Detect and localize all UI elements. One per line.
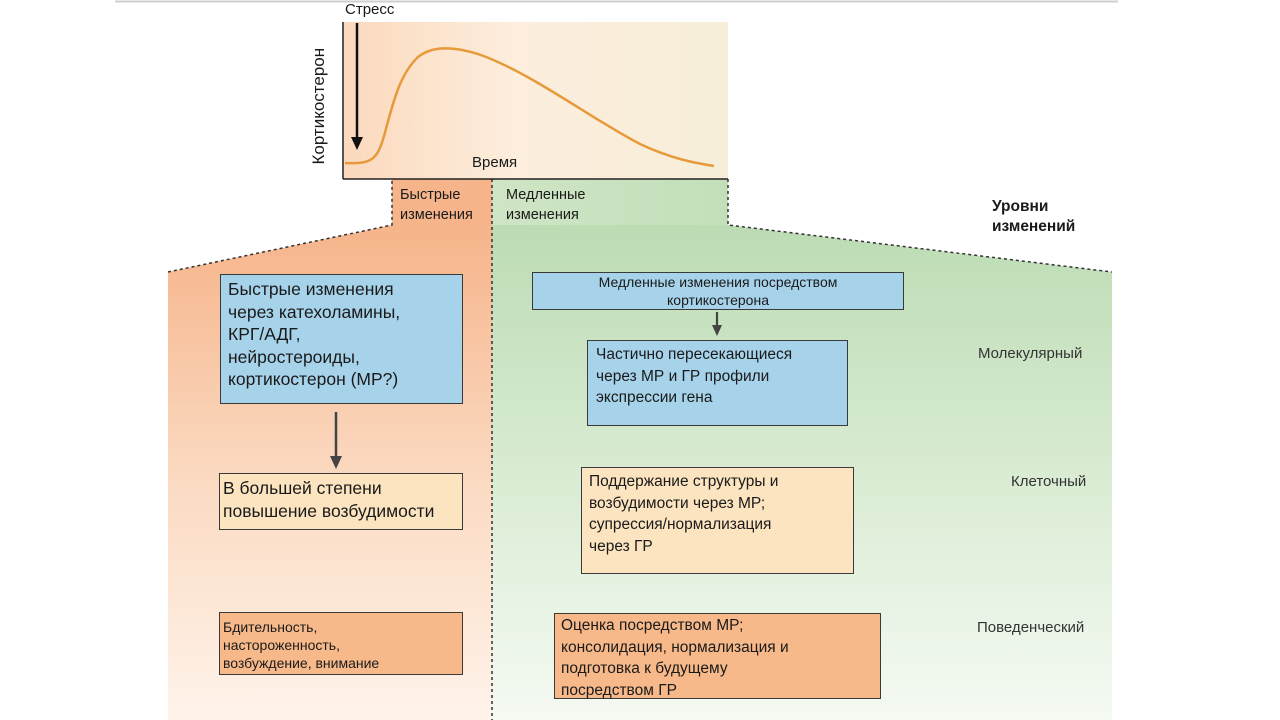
fast-arrow-head xyxy=(330,456,342,469)
level-cellular: Клеточный xyxy=(1011,473,1087,490)
fast-phase-strip xyxy=(392,179,492,225)
slow-behavioral-box: Оценка посредством МР; консолидация, нор… xyxy=(554,613,881,699)
stress-arrow-head xyxy=(351,137,363,150)
level-behavioral: Поведенческий xyxy=(977,619,1085,636)
slow-header-box: Медленные изменения посредством кортикос… xyxy=(532,272,904,310)
fast-behavioral-box: Бдительность, настороженность, возбужден… xyxy=(219,612,463,675)
fast-cellular-box: В большей степени повышение возбудимости xyxy=(219,473,463,530)
fast-phase-label: Быстрые изменения xyxy=(400,187,473,223)
slow-molecular-box: Частично пересекающиеся через МР и ГР пр… xyxy=(587,340,848,426)
fast-molecular-box: Быстрые изменения через катехоламины, КР… xyxy=(220,274,463,404)
zone-dashed-outline xyxy=(167,179,1113,273)
level-molecular: Молекулярный xyxy=(978,345,1083,362)
slow-arrow-head xyxy=(712,325,722,336)
slow-phase-strip xyxy=(492,179,728,225)
stress-label: Стресс xyxy=(345,1,395,18)
y-axis-label: Кортикостерон xyxy=(308,47,328,165)
slow-cellular-box: Поддержание структуры и возбудимости чер… xyxy=(581,467,854,574)
corticosterone-curve xyxy=(344,47,715,168)
x-axis-label: Время xyxy=(472,154,518,171)
slow-phase-label: Медленные изменения xyxy=(506,187,586,223)
levels-title: Уровни изменений xyxy=(992,198,1076,235)
